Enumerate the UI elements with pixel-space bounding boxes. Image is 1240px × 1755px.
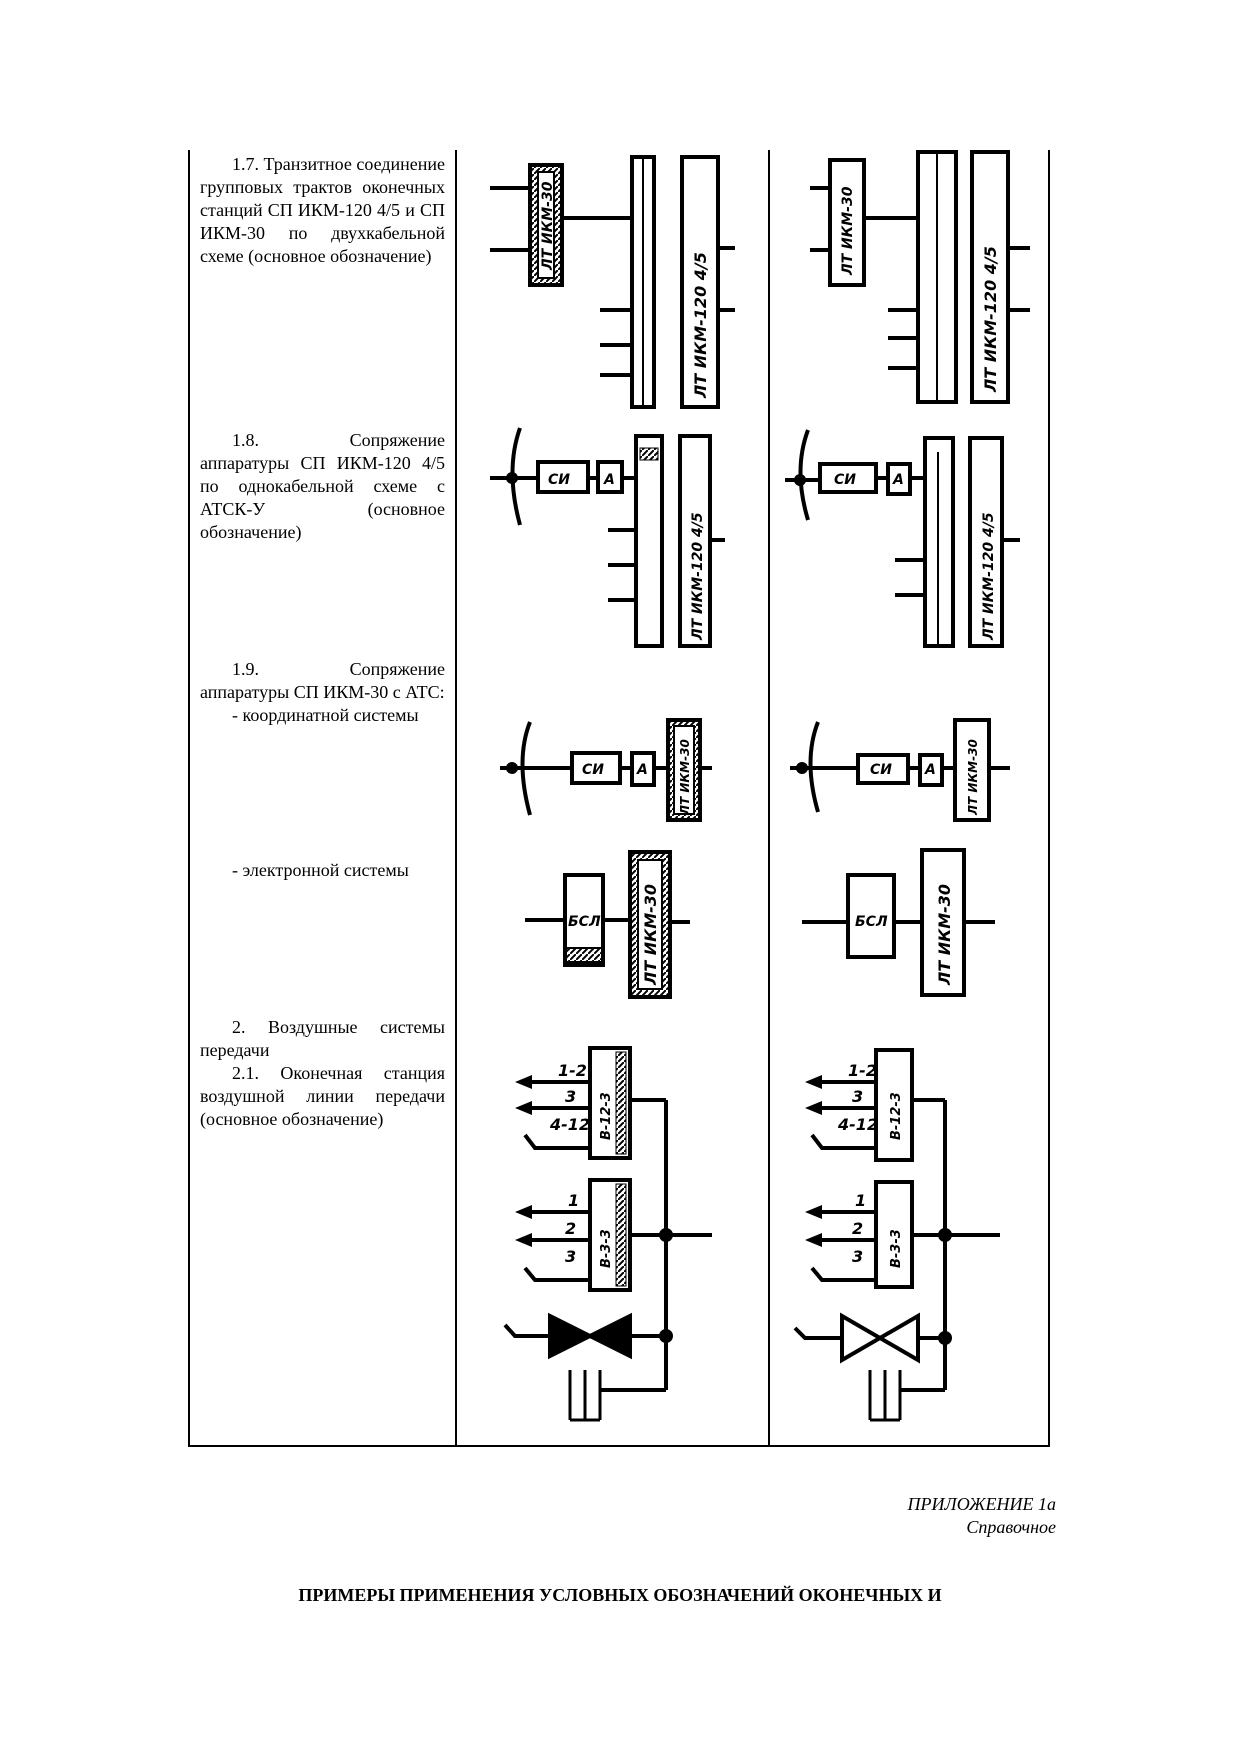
label-electronic-left-ikm30: ЛТ ИКМ-30	[641, 884, 660, 986]
row-1-9-text: 1.9. Сопряжение аппаратуры СП ИКМ-30 с А…	[200, 659, 445, 725]
label-2-1-right-ch1: 1	[855, 1191, 866, 1210]
label-electronic-left-bsl: БСЛ	[568, 914, 601, 930]
label-1-9-left-si: СИ	[582, 762, 604, 778]
label-1-8-right-ikm120: ЛТ ИКМ-120 4/5	[981, 512, 997, 641]
label-2-1-left-ch3: 3	[565, 1087, 576, 1106]
label-1-9-left-a: А	[636, 762, 648, 778]
diagram-1-9-coord-left	[500, 718, 712, 822]
diagram-1-9-coord-right	[790, 718, 1010, 822]
label-2-1-right-ch12: 1-2	[848, 1061, 877, 1080]
label-1-9-left-ikm30: ЛТ ИКМ-30	[678, 739, 692, 816]
label-2-1-right-ch3b: 3	[852, 1247, 863, 1266]
label-2-1-right-ch2: 2	[852, 1219, 863, 1238]
appendix-subtitle: Справочное	[966, 1517, 1056, 1537]
label-2-1-left-ch1: 1	[568, 1191, 579, 1210]
table-border-left	[188, 150, 190, 1447]
label-2-1-left-ch3b: 3	[565, 1247, 576, 1266]
label-2-1-right-ch3: 3	[852, 1087, 863, 1106]
label-1-8-left-si: СИ	[548, 472, 570, 488]
label-electronic-right-bsl: БСЛ	[855, 914, 888, 930]
label-2-1-left-ch412: 4-12	[549, 1115, 590, 1134]
label-2-1-right-ch412: 4-12	[837, 1115, 878, 1134]
diagram-electronic-left	[525, 850, 690, 999]
appendix-title: ПРИЛОЖЕНИЕ 1а	[907, 1494, 1056, 1514]
label-1-9-right-a: А	[924, 762, 936, 778]
label-1-7-right-ikm30: ЛТ ИКМ-30	[840, 186, 856, 276]
label-1-7-left-ikm30: ЛТ ИКМ-30	[540, 181, 556, 271]
label-1-8-left-a: А	[603, 472, 615, 488]
table-border-col2	[768, 150, 770, 1447]
diagram-1-7-right	[810, 150, 1030, 404]
label-2-1-left-ch2: 2	[565, 1219, 576, 1238]
label-2-1-left-v12: В-12-3	[599, 1092, 614, 1140]
label-1-8-right-a: А	[892, 472, 904, 488]
label-electronic-right-ikm30: ЛТ ИКМ-30	[935, 884, 954, 986]
label-1-7-left-ikm120: ЛТ ИКМ-120 4/5	[691, 252, 710, 399]
label-1-9-right-si: СИ	[870, 762, 892, 778]
row-2-text: 2. Воздушные системы передачи 2.1. Оконе…	[200, 1017, 446, 1129]
diagram-1-8-right	[785, 429, 1020, 648]
row-1-7-text: 1.7. Транзитное соединение групповых тра…	[200, 154, 446, 266]
label-1-9-right-ikm30: ЛТ ИКМ-30	[966, 739, 980, 816]
row-1-8-text: 1.8. Сопряжение аппаратуры СП ИКМ-120 4/…	[200, 430, 445, 542]
label-1-7-right-ikm120: ЛТ ИКМ-120 4/5	[981, 246, 1000, 393]
label-2-1-right-v3: В-3-3	[889, 1229, 904, 1268]
table-border-bottom	[188, 1445, 1050, 1447]
diagram-1-7-left	[490, 155, 735, 409]
section-heading: ПРИМЕРЫ ПРИМЕНЕНИЯ УСЛОВНЫХ ОБОЗНАЧЕНИЙ …	[298, 1585, 942, 1605]
diagram-electronic-right	[802, 848, 995, 997]
label-1-8-right-si: СИ	[834, 472, 856, 488]
appendix-note: ПРИЛОЖЕНИЕ 1а Справочное	[908, 1493, 1056, 1539]
label-2-1-left-ch12: 1-2	[558, 1061, 587, 1080]
label-2-1-right-v12: В-12-3	[889, 1092, 904, 1140]
row-electronic-text: - электронной системы	[232, 860, 409, 880]
diagram-1-8-left	[490, 427, 725, 648]
table-border-col1	[455, 150, 457, 1447]
label-2-1-left-v3: В-3-3	[599, 1229, 614, 1268]
label-1-8-left-ikm120: ЛТ ИКМ-120 4/5	[690, 512, 706, 641]
table-border-right	[1048, 150, 1050, 1447]
